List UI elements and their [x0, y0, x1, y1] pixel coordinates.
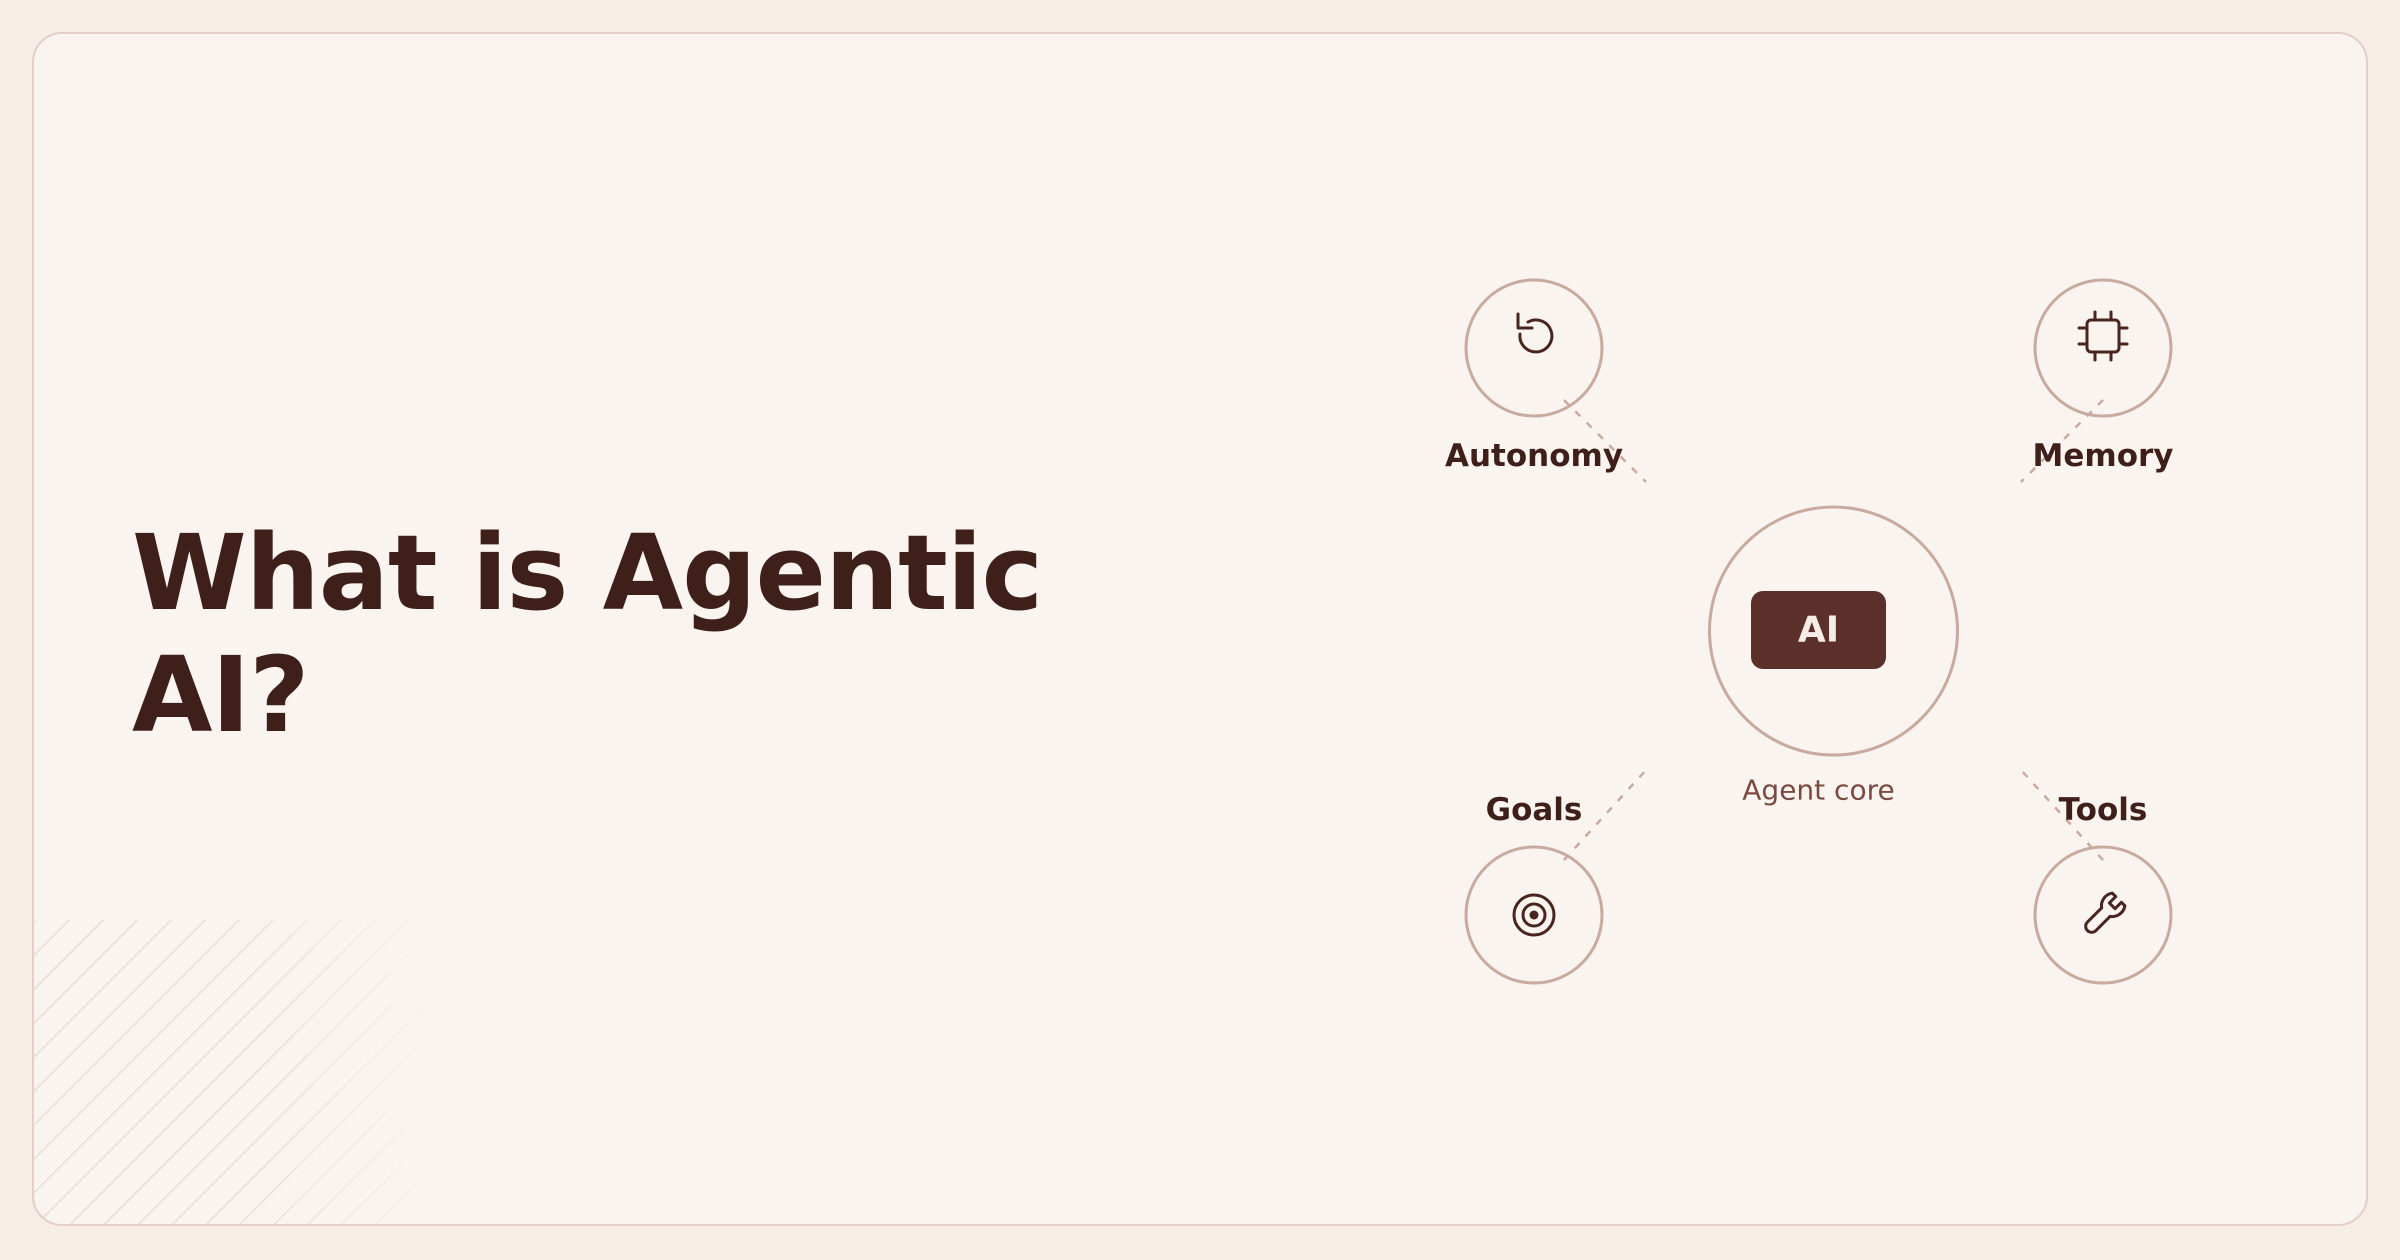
rotate-ccw-icon [1516, 312, 1554, 354]
autonomy-ring [1464, 278, 1604, 418]
wrench-icon [2084, 891, 2127, 934]
slide-card: What is Agentic AI? AI Agent core Autono… [32, 32, 2368, 1226]
connector-goals [1563, 769, 1647, 861]
autonomy-label: Autonomy [1445, 438, 1623, 474]
connector-tools [2020, 769, 2104, 861]
decorative-hatch-pattern [34, 920, 438, 1224]
tools-ring [2033, 845, 2173, 985]
autonomy-node: Autonomy [1445, 278, 1623, 474]
ai-badge [1751, 591, 1886, 669]
connector-autonomy [1563, 399, 1647, 483]
memory-label: Memory [2033, 438, 2174, 474]
agentic-ai-diagram: AI Agent core Autonomy [1445, 278, 2174, 985]
page-title: What is Agentic AI? [132, 512, 1043, 756]
memory-node: Memory [2033, 278, 2174, 474]
chip-icon [2077, 310, 2129, 362]
memory-ring [2033, 278, 2173, 418]
tools-node: Tools [2033, 792, 2173, 985]
agent-core-label: Agent core [1742, 774, 1894, 807]
tools-label: Tools [2059, 792, 2148, 828]
goals-ring [1464, 845, 1604, 985]
agent-core-node: AI Agent core [1708, 505, 1959, 807]
agent-core-ring [1708, 505, 1959, 757]
ai-badge-label: AI [1798, 610, 1839, 651]
target-icon [1512, 893, 1556, 937]
goals-node: Goals [1464, 792, 1604, 985]
goals-label: Goals [1486, 792, 1583, 828]
